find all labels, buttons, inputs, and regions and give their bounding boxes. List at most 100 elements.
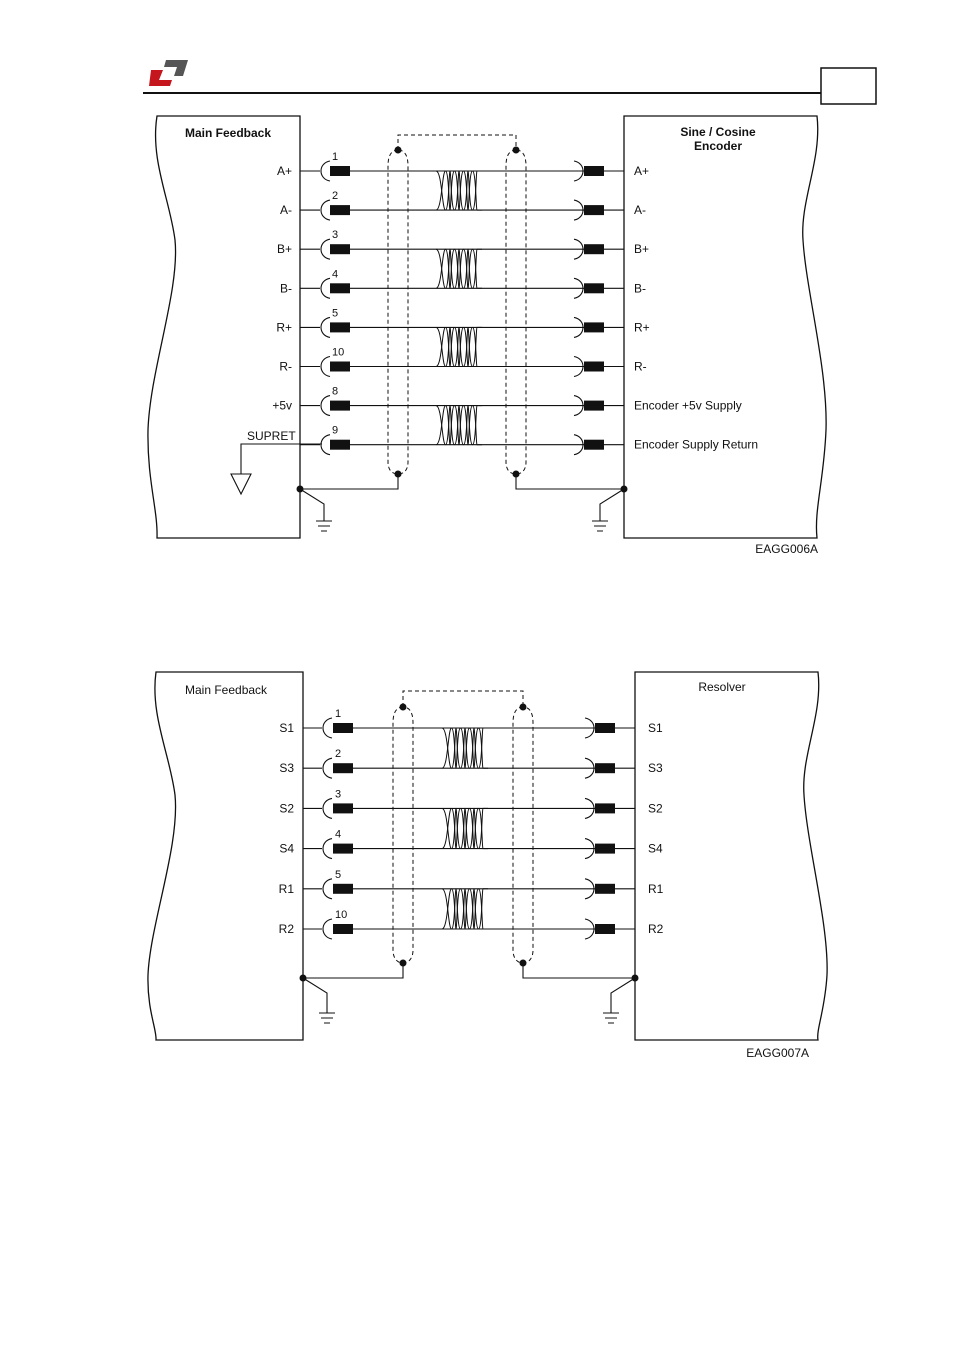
pin-number: 5	[332, 307, 338, 319]
right-signal-label: Encoder Supply Return	[634, 438, 758, 452]
signal-row: B+ 3B+	[277, 229, 649, 259]
chassis-ground-left	[300, 489, 332, 531]
right-signal-label: B-	[634, 281, 646, 295]
cable-shield-left	[388, 150, 408, 474]
left-pin-icon	[330, 283, 350, 293]
diagram-code: EAGG006A	[755, 542, 818, 556]
twisted-pair-icon	[436, 171, 482, 210]
left-signal-label: S2	[279, 801, 294, 815]
signal-rows: S11S1S32S3S23S2S44S4R15R1R210R2	[279, 708, 664, 939]
left-signal-label: B-	[280, 281, 292, 295]
left-signal-label: S3	[279, 761, 294, 775]
shield-ground-wire-right	[516, 474, 624, 489]
right-pin-icon	[584, 205, 604, 215]
pin-number: 4	[335, 829, 341, 841]
pin-number: 1	[335, 708, 341, 720]
right-pin-icon	[595, 844, 615, 854]
signal-row: R+ 5R+	[276, 307, 649, 337]
cable-shield-left	[393, 707, 413, 963]
right-pin-icon	[584, 362, 604, 372]
left-socket-icon	[321, 357, 330, 377]
left-pin-icon	[330, 244, 350, 254]
shield-node	[513, 147, 520, 154]
company-logo	[149, 60, 188, 86]
right-pin-icon	[595, 723, 615, 733]
left-pin-icon	[333, 723, 353, 733]
pin-number: 5	[335, 869, 341, 881]
shield-node	[400, 704, 407, 711]
twisted-pair-icon	[436, 327, 482, 366]
left-pin-icon	[333, 884, 353, 894]
encoder-title-line2: Encoder	[694, 139, 742, 153]
chassis-ground-left	[303, 978, 335, 1023]
right-pin-icon	[584, 440, 604, 450]
pin-number: 10	[332, 347, 344, 359]
right-signal-label: A-	[634, 203, 646, 217]
twisted-pair-icon	[442, 889, 488, 929]
left-pin-icon	[330, 205, 350, 215]
right-signal-label: R+	[634, 320, 650, 334]
pin-number: 8	[332, 386, 338, 398]
left-signal-label: R2	[279, 922, 295, 936]
right-pin-icon	[584, 166, 604, 176]
right-signal-label: S4	[648, 842, 663, 856]
left-signal-label: R1	[279, 882, 295, 896]
pin-number: 2	[335, 748, 341, 760]
left-socket-icon	[323, 919, 332, 939]
shield-link	[403, 691, 523, 707]
left-socket-icon	[323, 839, 332, 859]
right-signal-label: R1	[648, 882, 664, 896]
left-socket-icon	[323, 758, 332, 778]
main-feedback-title: Main Feedback	[185, 126, 271, 140]
right-pin-icon	[584, 401, 604, 411]
left-socket-icon	[323, 718, 332, 738]
pin-number: 3	[335, 788, 341, 800]
left-pin-icon	[333, 924, 353, 934]
left-pin-icon	[330, 440, 350, 450]
encoder-box	[624, 116, 826, 538]
right-signal-label: A+	[634, 164, 649, 178]
diagram-resolver: Main Feedback Resolver S11S1S32S3S23S2S4…	[148, 672, 827, 1060]
diagram-code: EAGG007A	[746, 1046, 809, 1060]
left-pin-icon	[330, 322, 350, 332]
shield-ground-wire-right	[523, 963, 635, 978]
pin-number: 2	[332, 190, 338, 202]
left-socket-icon	[321, 278, 330, 298]
twisted-pair-icon	[436, 249, 482, 288]
left-signal-label: +5v	[272, 399, 292, 413]
left-pin-icon	[330, 401, 350, 411]
twisted-pair-icon	[436, 406, 482, 445]
right-signal-label: R2	[648, 922, 664, 936]
pin-number: 10	[335, 909, 347, 921]
left-socket-icon	[321, 239, 330, 259]
cable-shield-right	[513, 707, 533, 963]
right-pin-icon	[595, 763, 615, 773]
signal-row: A- 2A-	[280, 190, 646, 220]
right-pin-icon	[584, 244, 604, 254]
chassis-ground-right	[603, 978, 635, 1023]
right-signal-label: S1	[648, 721, 663, 735]
left-pin-icon	[330, 166, 350, 176]
resolver-title: Resolver	[698, 680, 745, 694]
left-socket-icon	[321, 396, 330, 416]
chassis-ground-right	[592, 489, 624, 531]
left-signal-label: A-	[280, 203, 292, 217]
left-socket-icon	[321, 435, 330, 455]
left-socket-icon	[321, 161, 330, 181]
signal-row: R-10R-	[279, 347, 646, 377]
right-signal-label: Encoder +5v Supply	[634, 399, 742, 413]
shield-node	[395, 147, 402, 154]
left-signal-label: B+	[277, 242, 292, 256]
left-pin-icon	[333, 803, 353, 813]
left-socket-icon	[321, 200, 330, 220]
twisted-pair-icon	[442, 808, 488, 848]
right-signal-label: B+	[634, 242, 649, 256]
pin-number: 3	[332, 229, 338, 241]
left-socket-icon	[321, 317, 330, 337]
pin-number: 4	[332, 268, 338, 280]
left-pin-icon	[330, 362, 350, 372]
right-pin-icon	[584, 322, 604, 332]
left-signal-label: R+	[276, 320, 292, 334]
diagram-sine-cosine: Main Feedback Sine / Cosine Encoder A+1A…	[148, 116, 826, 556]
